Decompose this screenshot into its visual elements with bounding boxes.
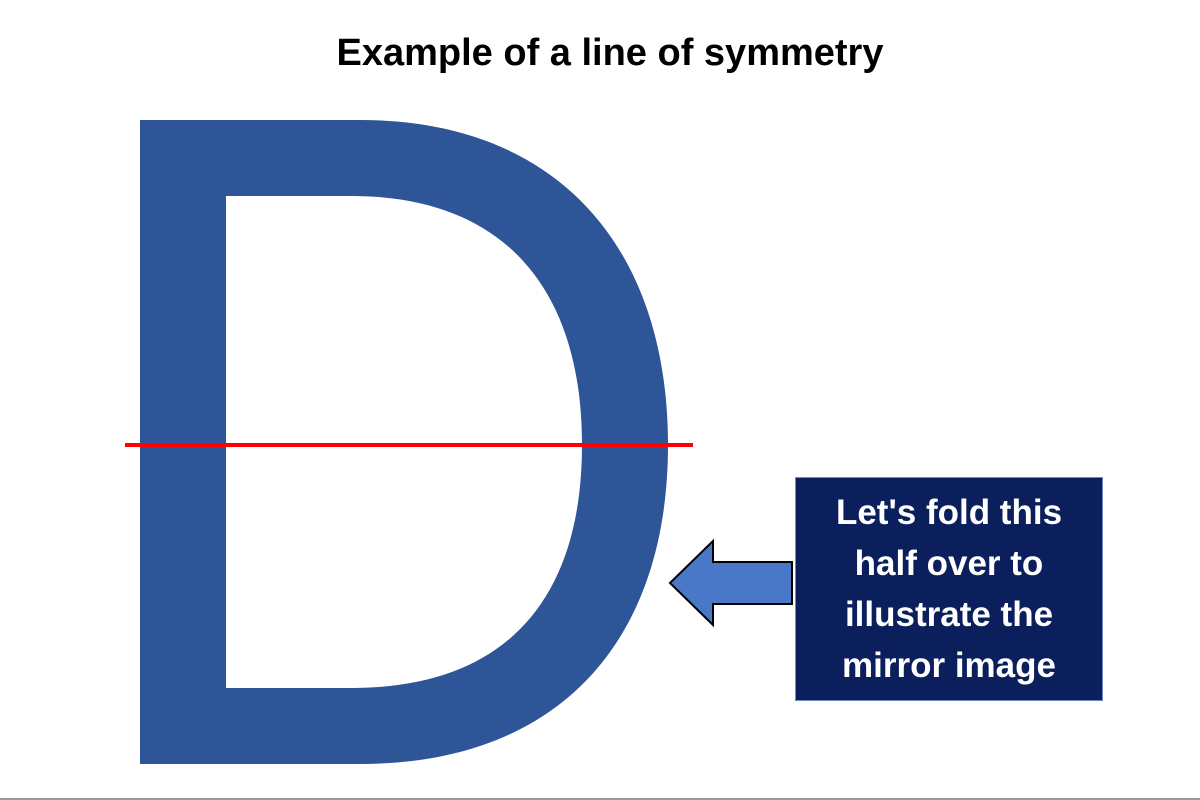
callout-text: Let's fold this half over to illustrate … [835, 493, 1063, 685]
slide-bottom-edge [0, 798, 1200, 800]
slide-title: Example of a line of symmetry [336, 32, 884, 74]
letter-d-shape [140, 120, 668, 764]
callout-box: Let's fold this half over to illustrate … [795, 477, 1103, 701]
arrow-left-icon [668, 538, 793, 628]
